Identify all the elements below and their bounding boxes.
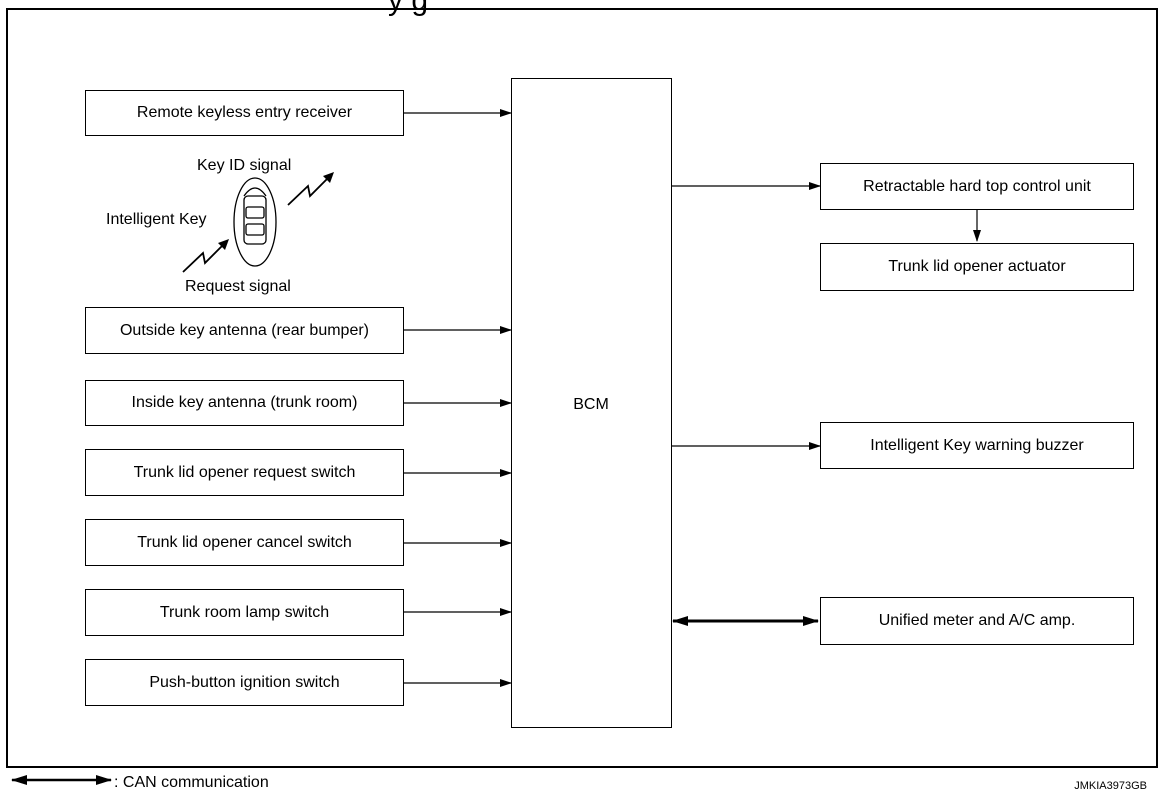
bcm-box: [511, 78, 672, 728]
remote-keyless-entry-receiver: Remote keyless entry receiver: [85, 90, 404, 136]
bcm-label: BCM: [573, 396, 609, 413]
trunk-lid-request-switch: Trunk lid opener request switch: [85, 449, 404, 496]
intelligent-key-label: Intelligent Key: [106, 211, 207, 228]
diagram-title-fragment: y g: [388, 0, 428, 16]
trunk-lid-opener-actuator: Trunk lid opener actuator: [820, 243, 1134, 291]
inside-key-antenna: Inside key antenna (trunk room): [85, 380, 404, 426]
request-signal-icon: [182, 239, 229, 273]
request-signal-label: Request signal: [185, 278, 291, 295]
trunk-lid-cancel-switch: Trunk lid opener cancel switch: [85, 519, 404, 566]
outside-key-antenna: Outside key antenna (rear bumper): [85, 307, 404, 354]
unified-meter-ac-amp: Unified meter and A/C amp.: [820, 597, 1134, 645]
key-id-signal-label: Key ID signal: [197, 157, 292, 174]
push-button-ignition-switch: Push-button ignition switch: [85, 659, 404, 706]
figure-code: JMKIA3973GB: [1074, 780, 1147, 792]
trunk-room-lamp-switch: Trunk room lamp switch: [85, 589, 404, 636]
intelligent-key-warning-buzzer: Intelligent Key warning buzzer: [820, 422, 1134, 469]
intelligent-key-icon: [233, 177, 277, 267]
diagram-frame: y g: [6, 0, 1158, 768]
retractable-hard-top-control-unit: Retractable hard top control unit: [820, 163, 1134, 210]
legend-can-communication: : CAN communication: [114, 774, 269, 791]
key-id-signal-icon: [287, 172, 334, 206]
